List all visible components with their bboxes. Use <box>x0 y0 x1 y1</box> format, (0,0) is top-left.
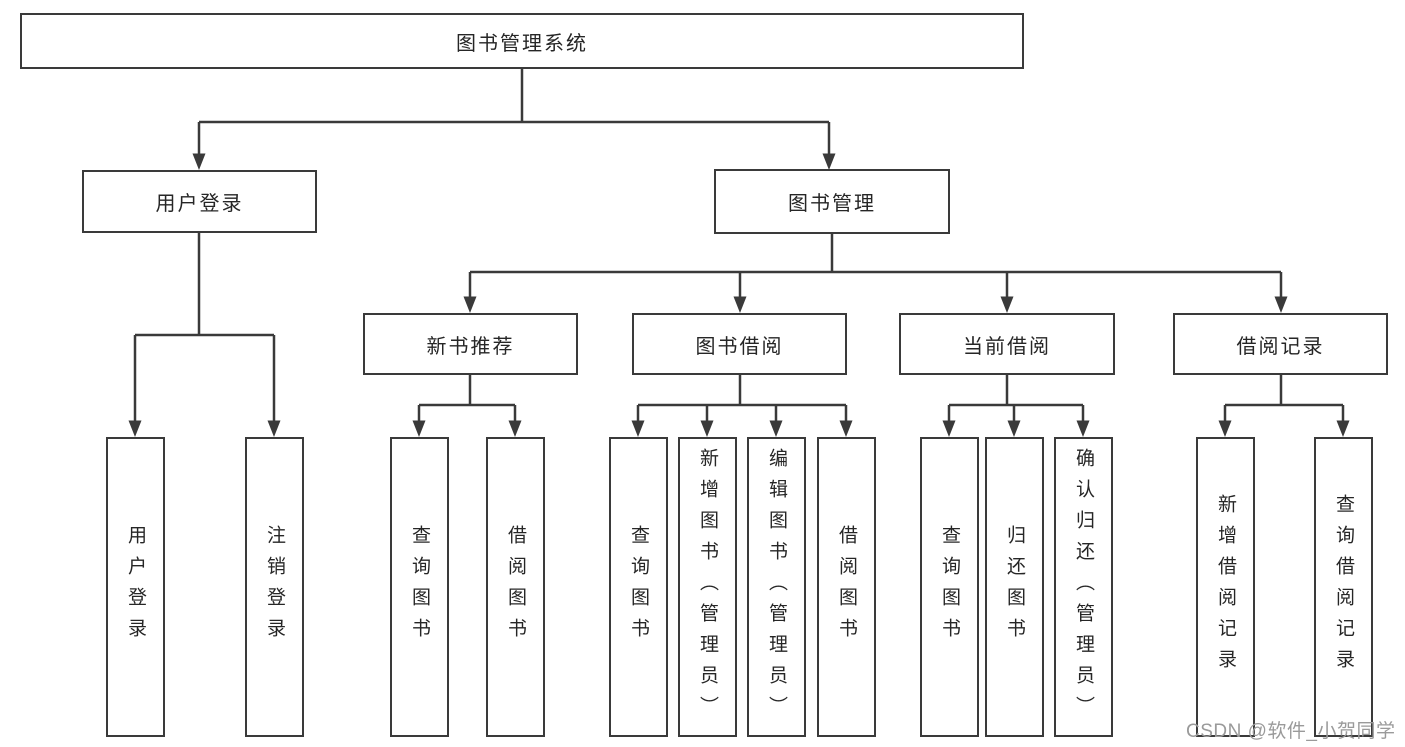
leaf-borrow-books-recommend: 借阅图书 <box>486 437 545 737</box>
node-book-management-label: 图书管理 <box>788 193 876 215</box>
leaf-query-books-recommend: 查询图书 <box>390 437 449 737</box>
leaf-confirm-return-admin: 确认归还（管理员） <box>1054 437 1113 737</box>
node-current-borrowing-label: 当前借阅 <box>963 335 1051 358</box>
leaf-logout-label: 注销登录 <box>264 525 285 649</box>
leaf-logout: 注销登录 <box>245 437 304 737</box>
leaf-borrow-books-borrowing: 借阅图书 <box>817 437 876 737</box>
leaf-add-books-admin: 新增图书（管理员） <box>678 437 737 737</box>
leaf-borrow-books-borrowing-label: 借阅图书 <box>836 525 857 649</box>
leaf-add-borrow-record: 新增借阅记录 <box>1196 437 1255 737</box>
leaf-query-books-borrowing-label: 查询图书 <box>628 525 649 649</box>
leaf-add-borrow-record-label: 新增借阅记录 <box>1215 494 1236 680</box>
leaf-return-books: 归还图书 <box>985 437 1044 737</box>
leaf-query-books-borrowing: 查询图书 <box>609 437 668 737</box>
node-new-book-recommend: 新书推荐 <box>363 313 578 375</box>
leaf-user-login: 用户登录 <box>106 437 165 737</box>
leaf-user-login-label: 用户登录 <box>125 525 146 649</box>
node-book-borrowing: 图书借阅 <box>632 313 847 375</box>
csdn-watermark: CSDN @软件_小贺同学 <box>1186 721 1396 742</box>
leaf-edit-books-admin: 编辑图书（管理员） <box>747 437 806 737</box>
leaf-confirm-return-admin-label: 确认归还（管理员） <box>1073 447 1094 727</box>
node-book-borrowing-label: 图书借阅 <box>695 335 784 358</box>
leaf-query-borrow-record-label: 查询借阅记录 <box>1333 494 1354 680</box>
node-borrowing-records-label: 借阅记录 <box>1236 335 1325 358</box>
node-borrowing-records: 借阅记录 <box>1173 313 1388 375</box>
leaf-query-books-current-label: 查询图书 <box>939 525 960 649</box>
node-user-login: 用户登录 <box>82 170 317 233</box>
leaf-query-books-current: 查询图书 <box>920 437 979 737</box>
leaf-edit-books-admin-label: 编辑图书（管理员） <box>766 447 787 727</box>
node-book-management: 图书管理 <box>714 169 950 234</box>
leaf-borrow-books-recommend-label: 借阅图书 <box>505 525 526 649</box>
node-current-borrowing: 当前借阅 <box>899 313 1115 375</box>
leaf-query-books-recommend-label: 查询图书 <box>409 525 430 649</box>
leaf-query-borrow-record: 查询借阅记录 <box>1314 437 1373 737</box>
node-user-login-label: 用户登录 <box>155 193 244 215</box>
node-new-book-recommend-label: 新书推荐 <box>426 335 515 358</box>
node-library-management-system-label: 图书管理系统 <box>456 32 588 55</box>
leaf-add-books-admin-label: 新增图书（管理员） <box>697 447 718 727</box>
node-library-management-system: 图书管理系统 <box>20 13 1024 69</box>
connector-segments <box>133 68 1345 421</box>
leaf-return-books-label: 归还图书 <box>1004 525 1025 649</box>
